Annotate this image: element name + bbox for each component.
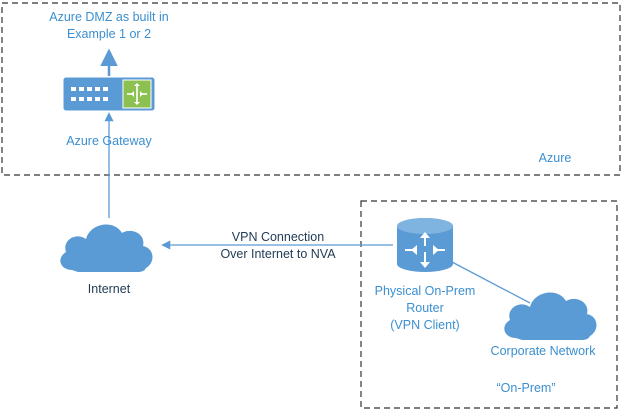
gateway-icon bbox=[62, 76, 156, 112]
router-to-corporate-line bbox=[451, 261, 531, 304]
internet-cloud-icon bbox=[60, 224, 153, 272]
internet-label: Internet bbox=[87, 282, 131, 296]
router-label: Physical On-Prem Router (VPN Client) bbox=[374, 284, 476, 332]
router-icon bbox=[397, 218, 453, 272]
azure-gateway-label: Azure Gateway bbox=[66, 134, 152, 148]
onprem-zone-border bbox=[360, 200, 618, 409]
vpn-connection-label: VPN Connection Over Internet to NVA bbox=[220, 230, 336, 261]
onprem-zone-label: “On-Prem” bbox=[496, 381, 556, 395]
azure-zone-border bbox=[1, 2, 621, 176]
corporate-network-cloud-icon bbox=[504, 292, 597, 340]
azure-dmz-label: Azure DMZ as built in Example 1 or 2 bbox=[49, 10, 169, 41]
azure-zone-label: Azure bbox=[538, 151, 572, 165]
corporate-network-label: Corporate Network bbox=[490, 344, 596, 358]
